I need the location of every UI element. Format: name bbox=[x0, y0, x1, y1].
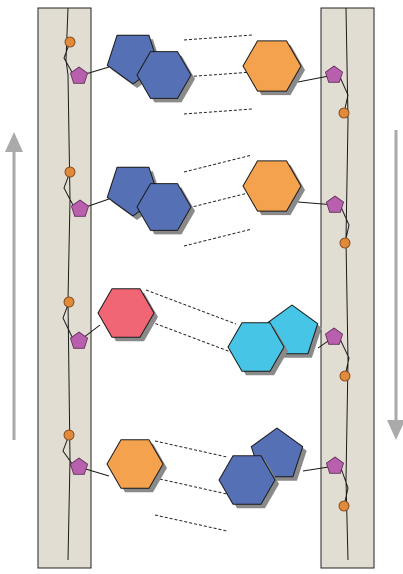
right-backbone-strand bbox=[320, 7, 375, 569]
backbone-connector-right bbox=[339, 338, 350, 377]
sugar-left bbox=[69, 457, 89, 475]
backbone-connector-right bbox=[340, 467, 349, 507]
right-base-purine-ring6 bbox=[227, 322, 285, 372]
direction-arrow-left-up bbox=[5, 132, 23, 440]
sugar-right bbox=[324, 327, 344, 345]
phosphate-right bbox=[338, 107, 350, 119]
base-pair-1 bbox=[106, 34, 305, 103]
hydrogen-bond bbox=[183, 108, 253, 115]
nitrogenous-bases bbox=[97, 34, 322, 509]
phosphate-right bbox=[338, 500, 350, 512]
backbone-nodes bbox=[63, 36, 351, 512]
right-base-pyrimidine bbox=[242, 40, 302, 92]
backbone-connector-right bbox=[340, 206, 350, 244]
sugar-left bbox=[69, 331, 89, 349]
hydrogen-bond bbox=[145, 319, 237, 355]
nucleotide-links bbox=[62, 41, 350, 507]
phosphate-right bbox=[339, 237, 351, 249]
direction-arrow-right-down bbox=[387, 130, 403, 440]
backbone-connector-left bbox=[62, 301, 74, 340]
right-base-purine-ring6 bbox=[218, 455, 276, 505]
hydrogen-bond bbox=[154, 440, 228, 458]
hydrogen-bonds bbox=[145, 34, 253, 532]
phosphate-left bbox=[64, 36, 76, 48]
phosphate-left bbox=[63, 296, 75, 308]
sugar-left bbox=[70, 199, 90, 217]
phosphate-right bbox=[339, 370, 351, 382]
sugar-left bbox=[69, 66, 89, 84]
right-base-pyrimidine bbox=[242, 160, 302, 212]
hydrogen-bond bbox=[183, 228, 253, 247]
backbone-connector-right bbox=[339, 76, 349, 114]
left-base-purine-ring6 bbox=[136, 183, 192, 231]
sugar-right bbox=[324, 65, 344, 83]
hydrogen-bond bbox=[183, 34, 253, 41]
left-base-pyrimidine bbox=[97, 288, 155, 338]
hydrogen-bond bbox=[183, 154, 253, 173]
base-pair-3 bbox=[97, 288, 322, 376]
base-pair-4 bbox=[106, 427, 307, 509]
hydrogen-bond bbox=[183, 191, 253, 210]
backbone-connector-left bbox=[62, 434, 74, 466]
hydrogen-bond bbox=[183, 71, 253, 78]
left-base-pyrimidine bbox=[106, 439, 164, 489]
sugar-right bbox=[325, 456, 345, 474]
hydrogen-bond bbox=[145, 289, 237, 325]
phosphate-left bbox=[64, 166, 76, 178]
hydrogen-bond bbox=[154, 477, 228, 495]
left-backbone-strand bbox=[37, 7, 92, 569]
backbone-connector-left bbox=[63, 171, 75, 208]
phosphate-left bbox=[63, 429, 75, 441]
sugar-right bbox=[325, 195, 345, 213]
backbone-connector-left bbox=[63, 41, 74, 75]
base-pair-2 bbox=[106, 160, 305, 235]
hydrogen-bond bbox=[154, 514, 228, 532]
left-base-purine-ring6 bbox=[136, 51, 192, 99]
